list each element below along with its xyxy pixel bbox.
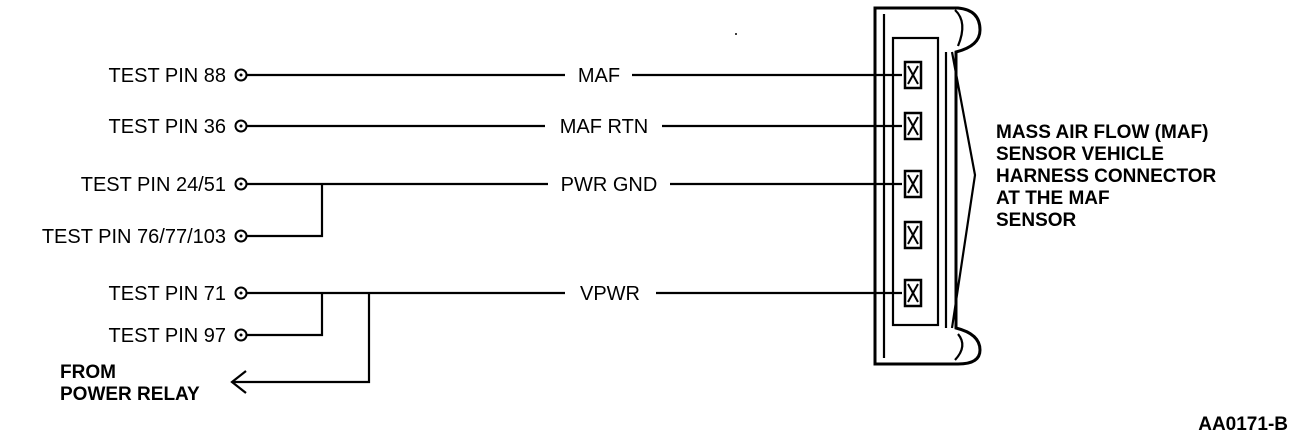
test-pin-36-terminal bbox=[234, 119, 248, 133]
connector-label-line-3: HARNESS CONNECTOR bbox=[996, 166, 1217, 187]
wire-label-maf-rtn: MAF RTN bbox=[560, 116, 649, 138]
connector-terminal-5 bbox=[903, 278, 923, 308]
wire-label-vpwr: VPWR bbox=[580, 283, 640, 305]
test-pin-71-label: TEST PIN 71 bbox=[109, 283, 226, 305]
test-pin-76-77-103-label: TEST PIN 76/77/103 bbox=[42, 226, 226, 248]
wire-label-maf: MAF bbox=[578, 65, 620, 87]
test-pin-36-label: TEST PIN 36 bbox=[109, 116, 226, 138]
connector-terminal-1 bbox=[903, 60, 923, 90]
speck bbox=[735, 33, 737, 35]
figure-id: AA0171-B bbox=[1198, 414, 1288, 435]
connector-label-line-2: SENSOR VEHICLE bbox=[996, 144, 1164, 165]
test-pin-97-label: TEST PIN 97 bbox=[109, 325, 226, 347]
connector-label-line-5: SENSOR bbox=[996, 210, 1077, 231]
wire-pwr-gnd bbox=[247, 182, 902, 238]
from-label-line-2: POWER RELAY bbox=[60, 384, 200, 405]
test-pin-88-terminal bbox=[234, 68, 248, 82]
wire-label-pwr-gnd: PWR GND bbox=[561, 174, 658, 196]
power-relay-arrow bbox=[230, 370, 247, 394]
test-pin-24-51-label: TEST PIN 24/51 bbox=[81, 174, 226, 196]
test-pin-76-77-103-terminal bbox=[234, 229, 248, 243]
test-pin-97-terminal bbox=[234, 328, 248, 342]
connector-terminal-3 bbox=[903, 169, 923, 199]
test-pin-24-51-terminal bbox=[234, 177, 248, 191]
connector-terminal-2 bbox=[903, 111, 923, 141]
test-pin-71-terminal bbox=[234, 286, 248, 300]
test-pin-88-label: TEST PIN 88 bbox=[109, 65, 226, 87]
from-label-line-1: FROM bbox=[60, 362, 116, 383]
connector-label-line-4: AT THE MAF bbox=[996, 188, 1110, 209]
connector-label-line-1: MASS AIR FLOW (MAF) bbox=[996, 122, 1208, 143]
wire-vpwr bbox=[232, 291, 902, 384]
maf-connector bbox=[873, 6, 982, 366]
connector-terminal-4 bbox=[903, 220, 923, 250]
